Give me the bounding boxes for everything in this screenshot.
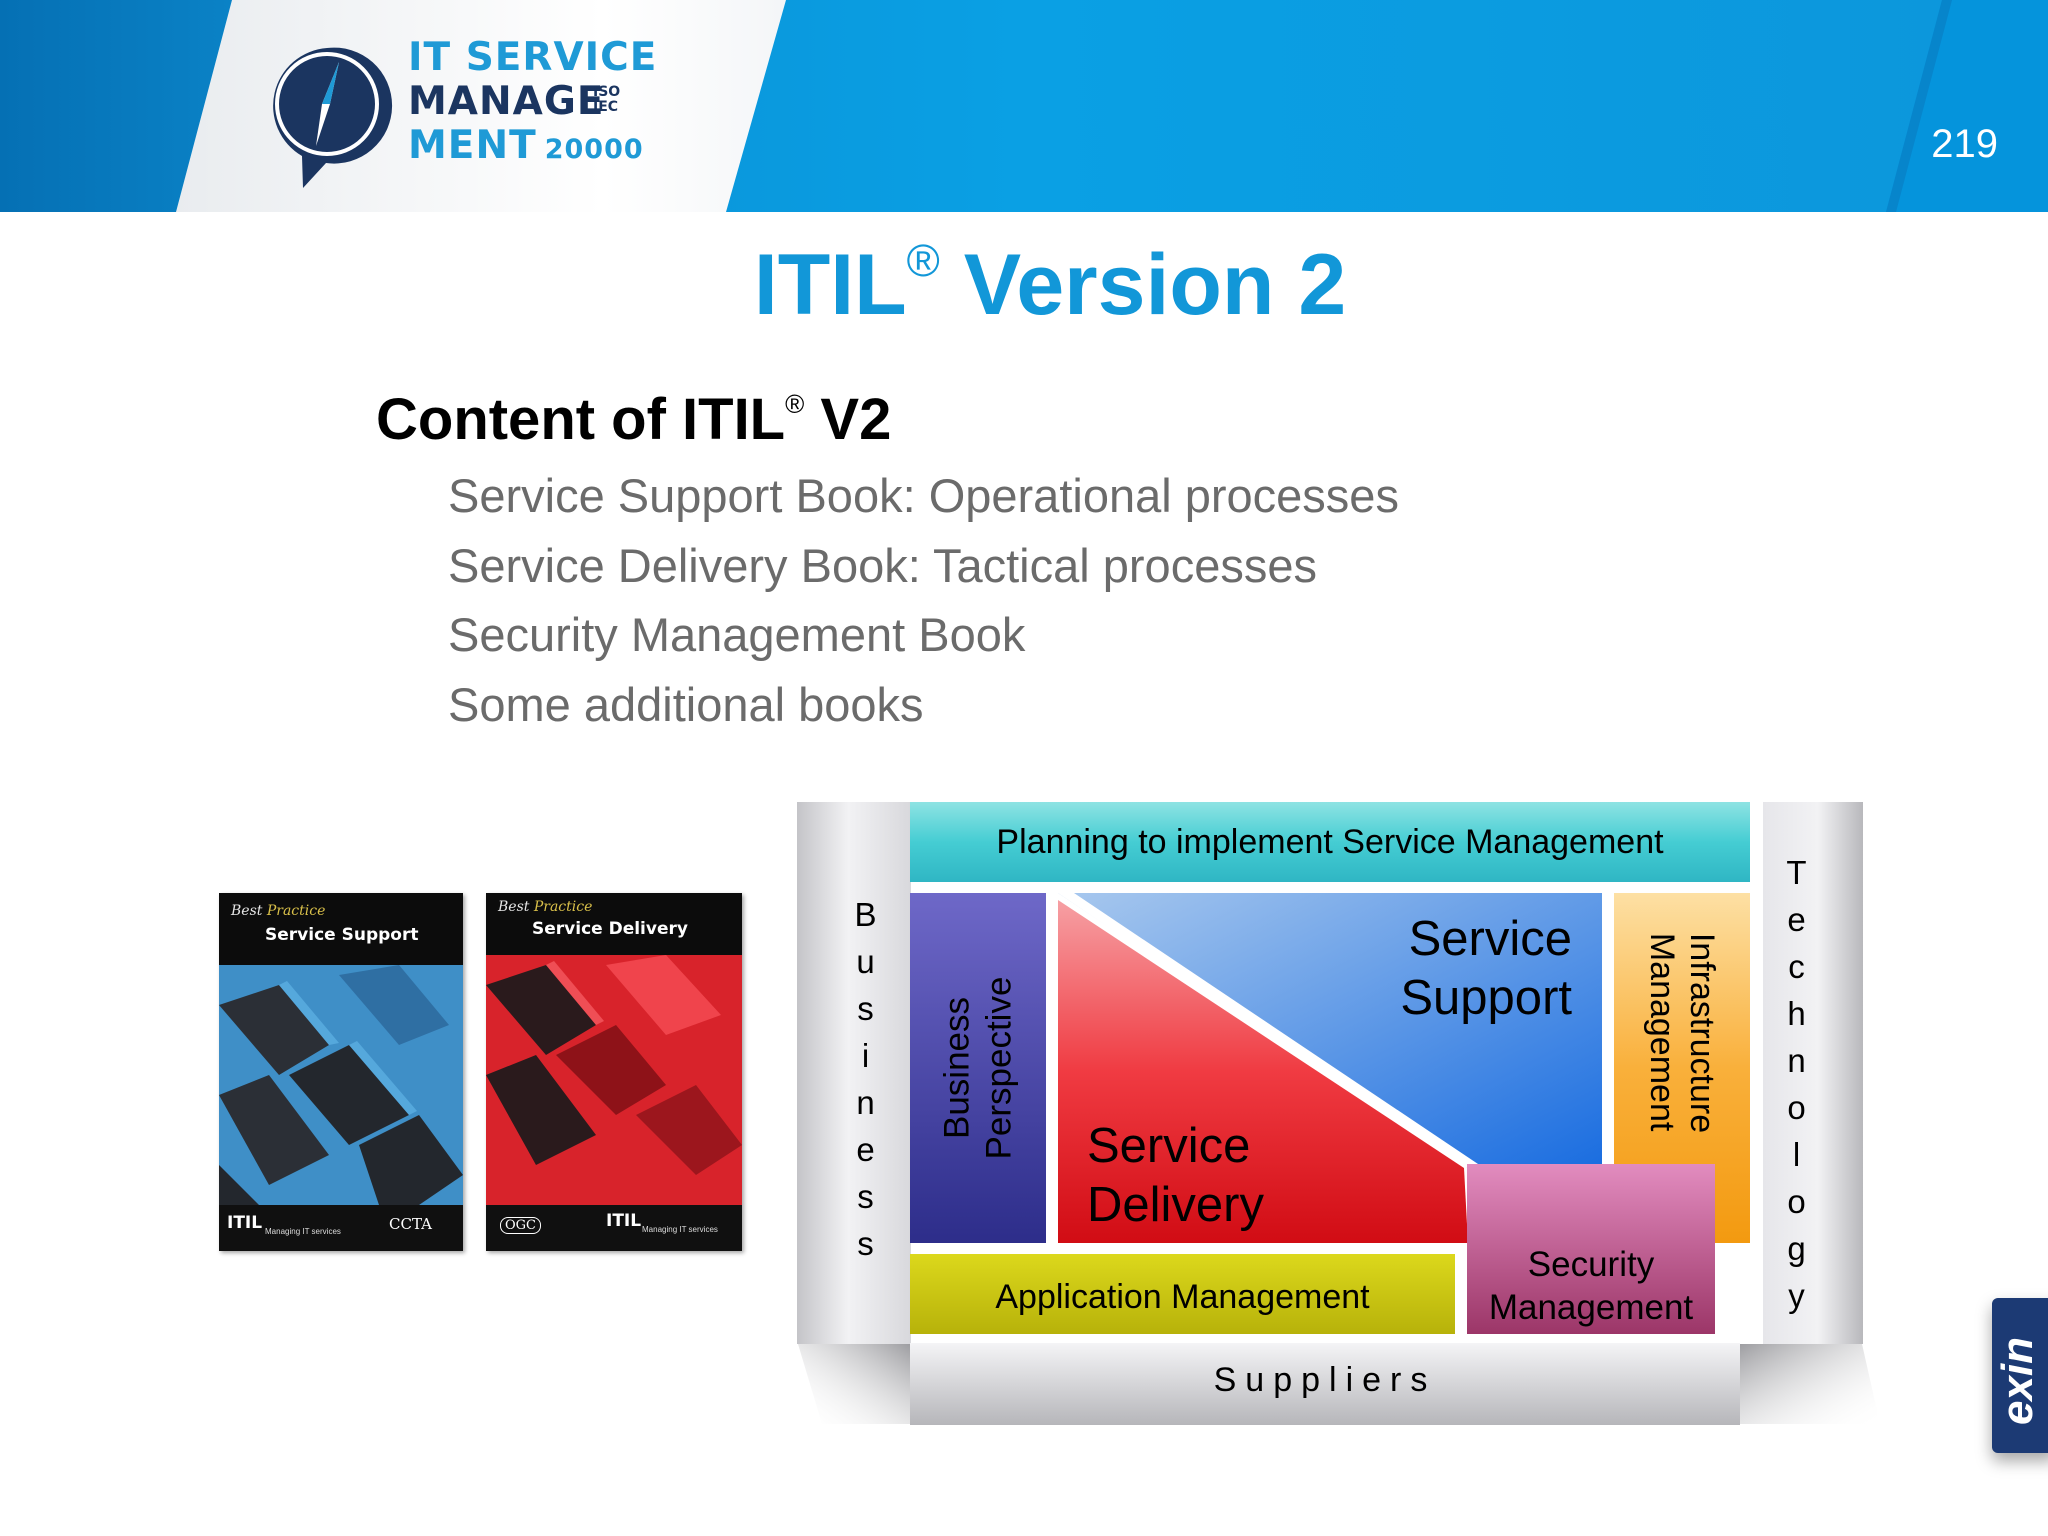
book-cover-service-support: Best Practice Service Support ITIL Manag… (219, 893, 463, 1251)
list-item: Service Delivery Book: Tactical processe… (448, 538, 1317, 592)
book-series: Best Practice (231, 903, 325, 919)
list-item: Some additional books (448, 677, 924, 731)
book-series-b: Practice (533, 899, 593, 915)
compass-logo-icon (273, 47, 393, 188)
business-perspective-label: Business Perspective (910, 893, 1046, 1243)
book-brand: ITIL (227, 1213, 263, 1233)
header-background (0, 0, 2048, 212)
logo-line-2: MANAGE (408, 79, 605, 124)
security-line-2: Management (1488, 1288, 1694, 1327)
suppliers-base (910, 1343, 1740, 1425)
list-item: Service Support Book: Operational proces… (448, 469, 1399, 522)
book-series-a: Best (498, 899, 530, 915)
page-number: 219 (1931, 122, 1998, 166)
slide-title: ITIL® Version 2 (0, 236, 2048, 335)
infrastructure-line-2: Management (1643, 932, 1681, 1132)
keyboard-image (486, 955, 742, 1205)
service-support-label: Service Support (1360, 910, 1572, 1028)
infrastructure-line-1: Infrastructure (1683, 932, 1721, 1134)
slide-title-text: ITIL (753, 237, 907, 333)
slide-subtitle-text: Content of ITIL (376, 387, 786, 452)
book-title: Service Delivery (532, 919, 688, 939)
exin-logo-tab: exin (1992, 1298, 2048, 1453)
book-cover-footer: ITIL Managing IT services CCTA (219, 1205, 463, 1251)
service-delivery-block (1058, 900, 1468, 1243)
book-series-a: Best (231, 903, 263, 919)
slide-subtitle-rest: V2 (804, 387, 892, 452)
book-cover-footer: OGC ITIL Managing IT services (486, 1205, 742, 1251)
book-series-b: Practice (266, 903, 326, 919)
slide-title-rest: Version 2 (939, 237, 1347, 333)
business-pillar (797, 802, 911, 1344)
service-support-line-2: Support (1400, 971, 1572, 1025)
business-side-label: Business (845, 896, 885, 1283)
service-delivery-line-2: Delivery (1087, 1178, 1264, 1232)
service-support-line-1: Service (1408, 912, 1572, 966)
planning-bar (910, 802, 1750, 882)
book-publisher: CCTA (389, 1215, 432, 1233)
diagonal-separator (1058, 893, 1478, 1168)
business-perspective-line-2: Perspective (979, 976, 1018, 1160)
logo-line-3-text: MENT (408, 123, 537, 168)
business-perspective-text: Business Perspective (936, 977, 1020, 1160)
application-management-block (910, 1254, 1455, 1334)
infrastructure-management-label: Infrastructure Management (1614, 893, 1750, 1133)
book-publisher: OGC (500, 1217, 541, 1234)
book-series: Best Practice (498, 899, 592, 915)
book-title: Service Support (265, 925, 419, 945)
planning-label: Planning to implement Service Management (996, 822, 1664, 861)
exin-logo-text: exin (1993, 1336, 2043, 1426)
business-side-text: Business (847, 896, 884, 1272)
infrastructure-management-text: Infrastructure Management (1642, 933, 1722, 1133)
logo-iso-iec: ISO IEC (593, 85, 620, 115)
logo-iec: IEC (593, 99, 619, 115)
slide-title-registered-mark: ® (906, 235, 940, 286)
service-delivery-line-1: Service (1087, 1119, 1251, 1173)
book-cover-service-delivery: Best Practice Service Delivery OGC ITIL … (486, 893, 742, 1251)
slide-subtitle: Content of ITIL® V2 (376, 386, 891, 453)
book-tagline: Managing IT services (265, 1227, 341, 1236)
logo-standard-number: 20000 (544, 134, 644, 165)
technology-side-text: Technology (1778, 854, 1815, 1324)
book-cover-header: Best Practice Service Support (219, 893, 463, 965)
logo-line-1: IT SERVICE (408, 35, 658, 80)
logo-iso: ISO (593, 84, 621, 100)
slide-subtitle-registered-mark: ® (785, 389, 805, 419)
security-management-block (1467, 1164, 1715, 1334)
book-cover-header: Best Practice Service Delivery (486, 893, 742, 955)
base-shadow-left (798, 1344, 910, 1424)
suppliers-label: Suppliers (1213, 1360, 1437, 1399)
base-shadow-right (1740, 1344, 1880, 1424)
content-list: Service Support Book: Operational proces… (448, 468, 1399, 746)
business-perspective-line-1: Business (937, 996, 976, 1140)
book-tagline: Managing IT services (642, 1225, 718, 1234)
keyboard-image (219, 965, 463, 1205)
technology-pillar (1763, 802, 1863, 1344)
list-item: Security Management Book (448, 608, 1026, 661)
security-line-1: Security (1527, 1245, 1655, 1284)
technology-side-label: Technology (1776, 854, 1816, 1335)
business-perspective-block (910, 893, 1046, 1243)
service-support-block (1058, 893, 1602, 1168)
security-management-label: Security Management (1467, 1238, 1715, 1334)
book-brand: ITIL (606, 1211, 642, 1231)
application-management-label: Application Management (995, 1277, 1370, 1316)
service-delivery-label: Service Delivery (1087, 1117, 1264, 1235)
